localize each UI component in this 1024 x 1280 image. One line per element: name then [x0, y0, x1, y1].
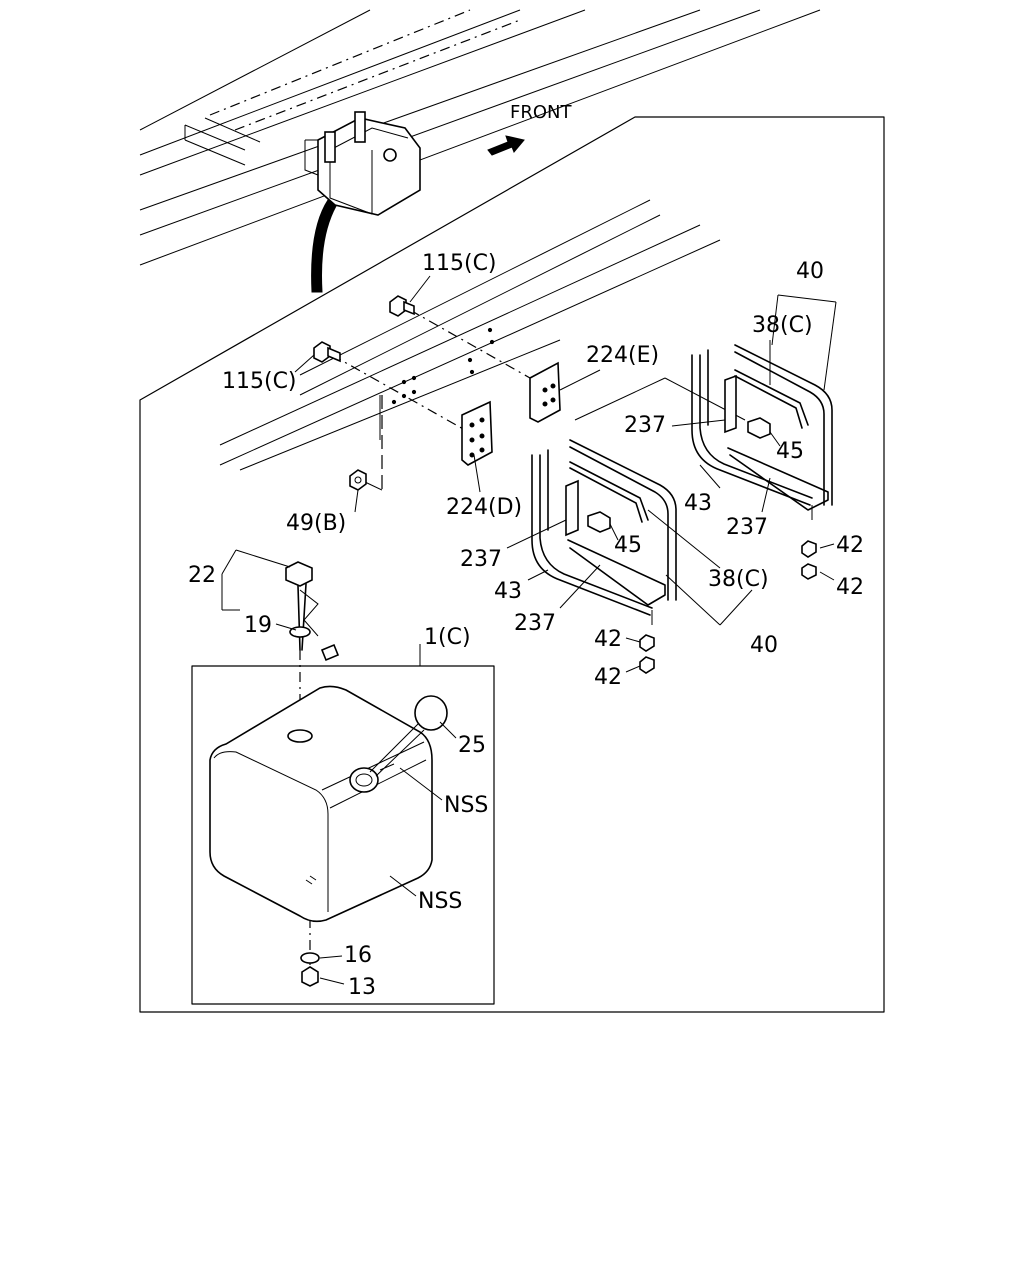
label-115c-top: 115(C)	[422, 251, 497, 276]
nut-42-left-b	[639, 656, 655, 674]
bolt-115c-left	[313, 341, 341, 363]
strap-assembly-right	[691, 344, 833, 520]
label-1c: 1(C)	[424, 625, 471, 650]
front-label: FRONT	[510, 102, 572, 123]
nut-42-right-a	[801, 540, 817, 558]
label-237-a: 237	[624, 413, 666, 438]
overview-fuel-tank	[304, 111, 421, 216]
nut-42-left-a	[639, 634, 655, 652]
label-nss-b: NSS	[418, 889, 462, 914]
label-49b: 49(B)	[286, 511, 346, 536]
strap-assembly-left	[531, 439, 677, 625]
detail-frame	[139, 116, 885, 1013]
bolt-45-left	[587, 511, 611, 533]
label-38c-top: 38(C)	[752, 313, 813, 338]
nut-49b	[349, 469, 367, 491]
label-42-d: 42	[594, 665, 622, 690]
label-40-bottom: 40	[750, 633, 778, 658]
label-43-a: 43	[684, 491, 712, 516]
callout-labels: 115(C) 115(C) 224(E) 224(D) 49(B) 40 38(…	[188, 251, 864, 1000]
label-16: 16	[344, 943, 372, 968]
label-nss-a: NSS	[444, 793, 488, 818]
label-237-b: 237	[726, 515, 768, 540]
label-224e: 224(E)	[586, 343, 659, 368]
front-arrow	[487, 135, 525, 156]
label-40-top: 40	[796, 259, 824, 284]
label-19: 19	[244, 613, 272, 638]
rail-bolt-holes	[391, 327, 495, 405]
label-43-b: 43	[494, 579, 522, 604]
washer-16	[300, 952, 320, 964]
bolt-45-right	[747, 417, 771, 439]
fuel-tank-callout-box	[191, 665, 495, 1005]
drain-plug-13	[301, 966, 319, 987]
bracket-224d	[461, 400, 493, 466]
label-237-d: 237	[514, 611, 556, 636]
label-42-c: 42	[594, 627, 622, 652]
label-25: 25	[458, 733, 486, 758]
label-115c-left: 115(C)	[222, 369, 297, 394]
label-22: 22	[188, 563, 216, 588]
label-45-b: 45	[614, 533, 642, 558]
label-42-a: 42	[836, 533, 864, 558]
chassis-overview	[139, 9, 821, 266]
nut-42-right-b	[801, 563, 817, 580]
label-38c-bottom: 38(C)	[708, 567, 769, 592]
detail-pointer-arrow	[311, 199, 337, 293]
label-42-b: 42	[836, 575, 864, 600]
label-45-a: 45	[776, 439, 804, 464]
bracket-224e	[529, 361, 561, 423]
label-13: 13	[348, 975, 376, 1000]
fuel-tank-1c	[209, 685, 448, 923]
detail-frame-rail	[219, 199, 721, 471]
leader-lines	[221, 275, 837, 985]
fuel-gauge-unit	[285, 561, 340, 662]
label-237-c: 237	[460, 547, 502, 572]
bolt-115c-top	[389, 295, 415, 317]
label-224d: 224(D)	[446, 495, 522, 520]
